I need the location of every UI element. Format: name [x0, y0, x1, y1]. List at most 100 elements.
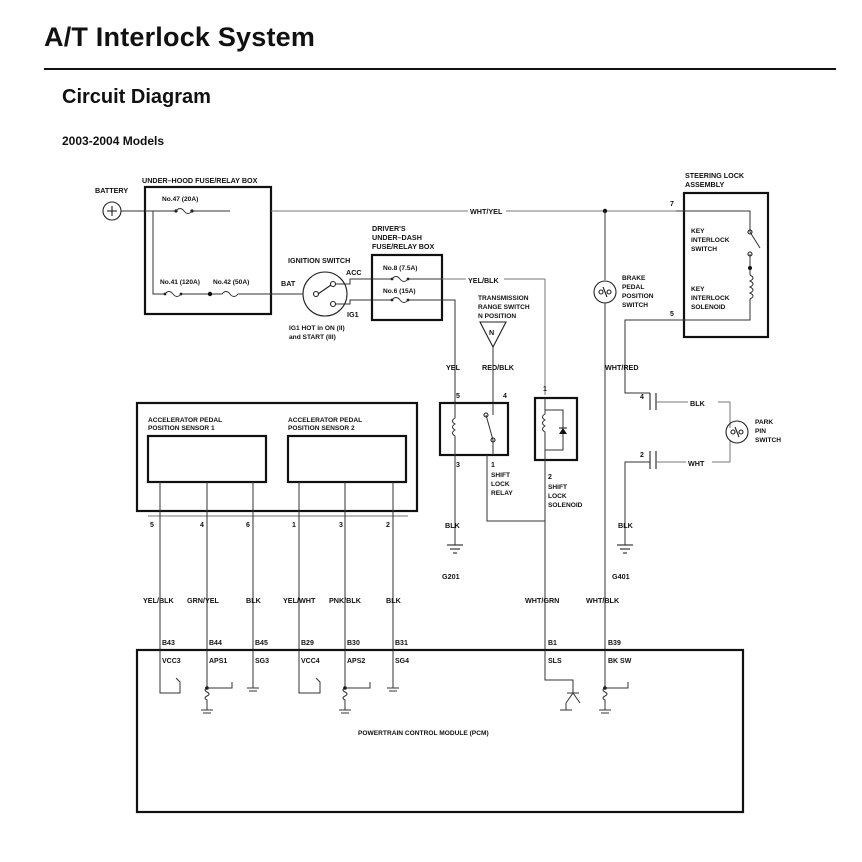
wire-blk-g401: BLK [618, 521, 634, 530]
svg-text:5: 5 [456, 393, 460, 400]
svg-text:B44: B44 [209, 640, 222, 647]
svg-text:ACCELERATOR PEDAL: ACCELERATOR PEDAL [288, 417, 362, 424]
ig1-terminal: IG1 [347, 310, 359, 319]
battery-label: BATTERY [95, 186, 128, 195]
svg-text:WHT/BLK: WHT/BLK [586, 596, 620, 605]
svg-text:PNK/BLK: PNK/BLK [329, 596, 362, 605]
accelerator-pedal-sensors: ACCELERATOR PEDAL POSITION SENSOR 1 ACCE… [135, 401, 419, 517]
svg-text:SWITCH: SWITCH [755, 437, 781, 444]
ignition-switch: IGNITION SWITCH BAT ACC IG1 IG1 HOT in O… [281, 256, 362, 341]
fuse8-label: No.8 (7.5A) [383, 265, 417, 272]
svg-text:BRAKE: BRAKE [622, 275, 646, 282]
svg-text:B30: B30 [347, 640, 360, 647]
svg-text:4: 4 [200, 522, 204, 529]
svg-text:2: 2 [640, 452, 644, 459]
svg-text:3: 3 [456, 462, 460, 469]
svg-text:6: 6 [246, 522, 250, 529]
svg-text:WHT: WHT [688, 459, 705, 468]
svg-text:7: 7 [670, 201, 674, 208]
svg-text:BK SW: BK SW [608, 658, 632, 665]
trs-label-2: RANGE SWITCH [478, 304, 530, 311]
svg-text:KEY: KEY [691, 228, 705, 235]
svg-text:INTERLOCK: INTERLOCK [691, 295, 730, 302]
shift-lock-solenoid: 1 2 SHIFT LOCK SOLENOID [533, 386, 583, 509]
svg-text:KEY: KEY [691, 286, 705, 293]
svg-text:B43: B43 [162, 640, 175, 647]
fuse41-label: No.41 (120A) [160, 279, 200, 286]
svg-text:INTERLOCK: INTERLOCK [691, 237, 730, 244]
svg-text:PIN: PIN [755, 428, 766, 435]
svg-text:BLK: BLK [246, 596, 262, 605]
svg-text:3: 3 [339, 522, 343, 529]
svg-text:SWITCH: SWITCH [691, 246, 717, 253]
steering-lock-assembly: STEERING LOCK ASSEMBLY KEY INTERLOCK SWI… [670, 171, 770, 339]
svg-text:POSITION SENSOR 1: POSITION SENSOR 1 [148, 425, 215, 432]
svg-text:VCC3: VCC3 [162, 658, 181, 665]
ignition-switch-label: IGNITION SWITCH [288, 256, 350, 265]
underhood-fuse-box: UNDER–HOOD FUSE/RELAY BOX No.47 (20A) No… [142, 176, 273, 316]
park-pin-switch: 4 2 BLK WHT PARK PIN SWITCH [640, 393, 781, 469]
svg-text:1: 1 [491, 462, 495, 469]
svg-text:PEDAL: PEDAL [622, 284, 644, 291]
fuse47-label: No.47 (20A) [162, 196, 198, 203]
trs-label-1: TRANSMISSION [478, 295, 529, 302]
underdash-label-3: FUSE/RELAY BOX [372, 242, 435, 251]
underdash-label-1: DRIVER'S [372, 224, 406, 233]
title-rule [44, 68, 836, 70]
svg-text:SOLENOID: SOLENOID [548, 502, 583, 509]
svg-text:VCC4: VCC4 [301, 658, 320, 665]
page-title: A/T Interlock System [44, 22, 316, 52]
bat-terminal: BAT [281, 279, 296, 288]
svg-text:1: 1 [543, 386, 547, 393]
wire-wht-yel: WHT/YEL [470, 207, 503, 216]
svg-text:1: 1 [292, 522, 296, 529]
wire-blk-g201: BLK [445, 521, 461, 530]
svg-text:STEERING LOCK: STEERING LOCK [685, 171, 745, 180]
svg-text:SWITCH: SWITCH [622, 302, 648, 309]
svg-text:APS2: APS2 [347, 658, 365, 665]
svg-text:2: 2 [386, 522, 390, 529]
battery: BATTERY [95, 186, 128, 221]
svg-text:PARK: PARK [755, 419, 773, 426]
svg-text:SLS: SLS [548, 658, 562, 665]
svg-text:YEL/BLK: YEL/BLK [143, 596, 175, 605]
shift-lock-relay: 5 4 3 1 SHIFT LOCK RELAY [438, 393, 513, 497]
wire-wht-red: WHT/RED [605, 363, 639, 372]
svg-text:APS1: APS1 [209, 658, 227, 665]
brake-pedal-switch: BRAKE PEDAL POSITION SWITCH [593, 275, 654, 309]
trs-n: N [489, 328, 494, 337]
ground-g201: G201 [442, 544, 463, 581]
svg-text:G401: G401 [612, 572, 630, 581]
svg-text:WHT/GRN: WHT/GRN [525, 596, 559, 605]
wire-red-blk: RED/BLK [482, 363, 515, 372]
svg-text:BLK: BLK [690, 399, 706, 408]
svg-text:SG4: SG4 [395, 658, 409, 665]
svg-text:B45: B45 [255, 640, 268, 647]
svg-text:4: 4 [503, 393, 507, 400]
svg-text:SG3: SG3 [255, 658, 269, 665]
svg-text:SOLENOID: SOLENOID [691, 304, 726, 311]
svg-text:GRN/YEL: GRN/YEL [187, 596, 220, 605]
svg-text:ACCELERATOR PEDAL: ACCELERATOR PEDAL [148, 417, 222, 424]
svg-text:B29: B29 [301, 640, 314, 647]
models-subtitle: 2003-2004 Models [62, 134, 165, 148]
svg-text:G201: G201 [442, 572, 460, 581]
ig1-note-2: and START (III) [289, 334, 336, 341]
wire-yel-blk-top: YEL/BLK [468, 276, 500, 285]
ground-g401: G401 [612, 544, 633, 581]
svg-text:BLK: BLK [386, 596, 402, 605]
underdash-fuse-box: DRIVER'S UNDER–DASH FUSE/RELAY BOX No.8 … [370, 224, 444, 322]
underhood-label: UNDER–HOOD FUSE/RELAY BOX [142, 176, 258, 185]
trs-label-3: N POSITION [478, 313, 516, 320]
svg-text:B1: B1 [548, 640, 557, 647]
svg-text:5: 5 [150, 522, 154, 529]
ig1-note-1: IG1 HOT in ON (II) [289, 325, 345, 332]
svg-text:LOCK: LOCK [491, 481, 510, 488]
pcm-wire-colors: YEL/BLK GRN/YEL BLK YEL/WHT PNK/BLK BLK … [143, 596, 620, 605]
svg-text:YEL/WHT: YEL/WHT [283, 596, 316, 605]
svg-text:B39: B39 [608, 640, 621, 647]
section-title: Circuit Diagram [62, 86, 211, 108]
svg-text:LOCK: LOCK [548, 493, 567, 500]
pcm-label: POWERTRAIN CONTROL MODULE (PCM) [358, 730, 489, 737]
